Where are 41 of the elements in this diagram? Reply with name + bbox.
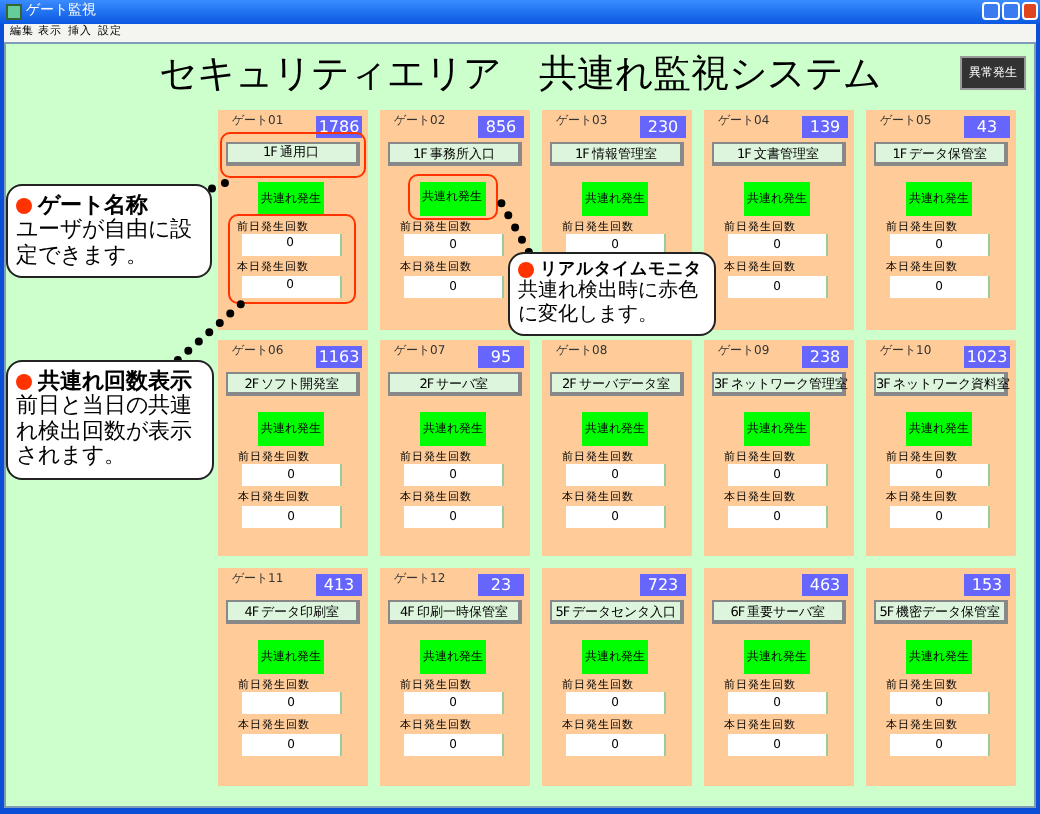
count-badge: 230 xyxy=(640,116,686,138)
count-badge: 153 xyxy=(964,574,1010,596)
highlight-frame xyxy=(408,174,498,220)
count-badge: 43 xyxy=(964,116,1010,138)
count-badge: 723 xyxy=(640,574,686,596)
count-badge: 139 xyxy=(802,116,848,138)
leader-line xyxy=(173,300,246,364)
gate-panel xyxy=(704,340,854,556)
callout-tooltip xyxy=(508,252,716,336)
screen-title: セキュリティエリア 共連れ監視システム xyxy=(157,56,883,94)
callout-heading: リアルタイムモニタ xyxy=(540,260,702,280)
count-badge: 238 xyxy=(802,346,848,368)
count-badge: 1786 xyxy=(316,116,362,138)
count-badge: 856 xyxy=(478,116,524,138)
highlight-frame xyxy=(228,214,356,304)
count-badge: 1023 xyxy=(964,346,1010,368)
gate-panel xyxy=(704,568,854,786)
count-badge: 1163 xyxy=(316,346,362,368)
callout-heading: 共連れ回数表示 xyxy=(38,368,192,394)
count-badge: 413 xyxy=(316,574,362,596)
gate-panel xyxy=(218,110,368,330)
gate-panel xyxy=(866,110,1016,330)
count-badge: 23 xyxy=(478,574,524,596)
gate-panel xyxy=(542,568,692,786)
gate-panel xyxy=(218,568,368,786)
gate-panel xyxy=(218,340,368,556)
count-badge: 463 xyxy=(802,574,848,596)
gate-panel xyxy=(380,568,530,786)
callout-text: ユーザが自由に設定できます。 xyxy=(16,218,194,269)
callout-tooltip xyxy=(6,184,212,278)
callout-text: 共連れ検出時に赤色に変化します。 xyxy=(518,280,700,327)
gate-panel xyxy=(704,110,854,330)
count-badge: 95 xyxy=(478,346,524,368)
callout-tooltip xyxy=(6,360,214,480)
highlight-frame xyxy=(220,132,366,178)
callout-heading: ゲート名称 xyxy=(38,192,148,218)
gate-panel xyxy=(542,340,692,556)
callout-text: 前日と当日の共連れ検出回数が表示されます。 xyxy=(16,394,194,471)
gate-panel xyxy=(380,340,530,556)
gate-panel xyxy=(866,340,1016,556)
gate-panel xyxy=(866,568,1016,786)
